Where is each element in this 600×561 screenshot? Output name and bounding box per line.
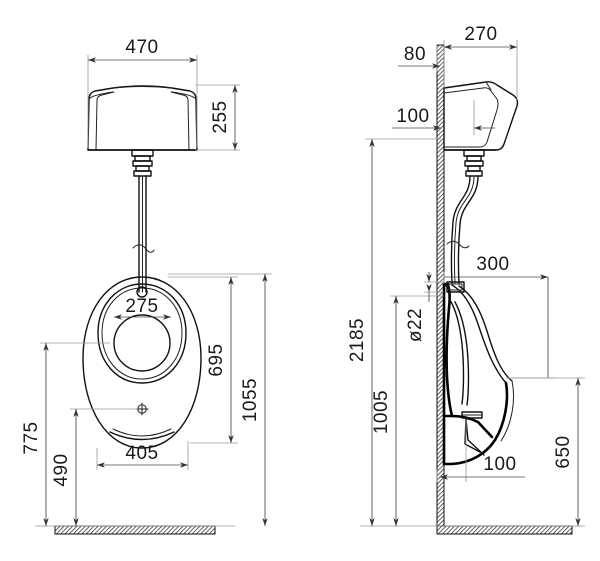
dim-80: 80 [398,44,440,72]
dim-695: 695 [168,276,238,444]
dim-label-490: 490 [51,453,72,486]
dim-label-405: 405 [125,443,158,464]
dim-label-275: 275 [125,296,158,317]
dim-label-470: 470 [125,37,158,58]
dim-label-100-top: 100 [396,106,429,127]
dim-1055: 1055 [168,273,272,526]
dim-diameter-22: ø22 [405,272,444,342]
dim-100-bottom: 100 [436,420,525,482]
dim-100-top: 100 [392,100,495,135]
dim-2185: 2185 [347,138,441,526]
flush-pipe-side [446,175,479,285]
dim-label-270: 270 [464,24,497,45]
dim-label-695: 695 [206,343,227,376]
dim-label-100-bottom: 100 [483,454,516,475]
cistern-front [87,85,198,151]
dim-label-1055: 1055 [240,378,261,422]
dim-label-255: 255 [210,100,231,133]
front-view: 470 255 275 405 695 [21,37,272,535]
dim-label-80: 80 [404,44,426,65]
dim-label-775: 775 [21,421,42,454]
dim-label-300: 300 [476,254,509,275]
floor-front [35,525,235,535]
flush-pipe-front [132,175,155,293]
dim-1005: 1005 [371,295,444,526]
dim-470: 470 [87,37,198,148]
dim-label-diameter-22: ø22 [405,308,426,342]
dim-650: 650 [506,377,585,526]
dim-490: 490 [51,408,138,526]
dim-label-650: 650 [553,435,574,468]
dim-775: 775 [21,342,110,526]
dim-275: 275 [114,296,171,320]
dim-label-1005: 1005 [371,390,392,434]
side-view: 80 270 100 2185 1005 [347,24,585,535]
floor-side [360,525,585,535]
dim-270: 270 [443,24,518,100]
dim-label-2185: 2185 [347,318,368,362]
dim-255: 255 [195,84,240,151]
dim-405: 405 [96,441,189,470]
bowl-inlet-fitting [443,281,465,293]
flush-valve-side [463,149,485,177]
